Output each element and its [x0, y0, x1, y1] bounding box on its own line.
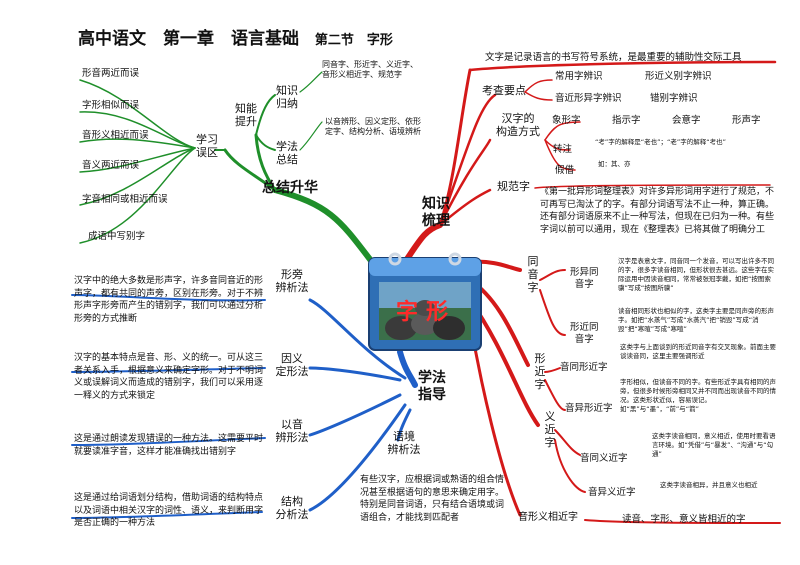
similar-diff-sound-node: 音异形近字: [565, 403, 613, 414]
synonym-diff-text: 这类字读音相异，并且意义也相近: [660, 481, 758, 489]
error-item-5: 成语中写别字: [88, 231, 146, 242]
center-label: 字形: [395, 300, 456, 325]
method-1-node: 因义 定形法: [275, 352, 309, 378]
exam-item-2: 音近形异字辨识: [555, 93, 622, 104]
error-item-0: 形音两近而误: [82, 68, 140, 79]
error-item-4: 字音相同或相近而误: [82, 194, 168, 205]
exam-item-3: 错别字辨识: [650, 93, 698, 104]
error-item-1: 字形相似而误: [82, 100, 140, 111]
method-2-text: 这是通过朗读发现错误的一种方法。这需要平时就要读准字音，这样才能准确找出错别字: [74, 434, 264, 457]
structure-node: 汉字的 构造方式: [496, 112, 540, 138]
green-branch-lines: [79, 71, 375, 265]
page-title-section: 第二节 字形: [314, 33, 393, 48]
similar-same-sound-node: 音同形近字: [560, 362, 608, 373]
jiajie-node: 假借: [555, 165, 575, 176]
knowledge-summary-node: 知识 归纳: [276, 84, 298, 110]
method-1-text: 汉字的基本特点是音、形、义的统一。可从这三者关系入手，根据意义来确定字形。对于不…: [74, 353, 264, 401]
method-2-node: 以音 辨形法: [275, 418, 309, 444]
errors-node: 学习 误区: [196, 133, 218, 159]
blue-branch-lines: [71, 294, 418, 519]
exam-node: 考查要点: [482, 84, 526, 97]
similar-diff-sound-text: 字形相似，但读音不同的字。有些形近字具有相同的声旁，但很多时候形旁相同又并不同而…: [620, 378, 776, 413]
method-3-node: 结构 分析法: [275, 495, 309, 521]
structure-type-0: 象形字: [552, 115, 581, 126]
synonym-same-text: 这类字读音相同，意义相近，使用时要看语言环境。如“凭借”与“暴发”、“沟通”与“…: [652, 432, 776, 458]
similar-intro-text: 这类字与上面谈到的形近同音字有交叉现象。前面主要谈读音同，这里主要强调形近: [620, 343, 776, 360]
structure-type-2: 会意字: [672, 115, 701, 126]
homophone-diff-text: 汉字是表意文字，同音同一个发音，可以写出许多不同的字，很多字读音相同，但形状很去…: [618, 257, 774, 292]
triple-similar-node: 音形义相近字: [518, 512, 578, 523]
page-title: 高中语文 第一章 语言基础 第二节 字形: [78, 24, 393, 49]
method-summary-text: 以音辨形、因义定形、依形定字、结构分析、语境辨析: [325, 117, 421, 136]
homophone-diff-node: 形异同 音字: [570, 267, 599, 290]
definition-text: 文字是记录语言的书写符号系统，是最重要的辅助性交际工具: [485, 52, 742, 63]
exam-item-1: 形近义别字辨识: [645, 71, 712, 82]
method-0-node: 形旁 辨析法: [275, 268, 309, 294]
zhuanzhu-text: “考”字的解释是“老也”；“老”字的解释“考也”: [595, 138, 726, 146]
calendar-icon: [368, 252, 482, 351]
error-item-2: 音形义相近而误: [82, 130, 149, 141]
standard-text: 《第一批异形词整理表》对许多异形词用字进行了规范，不可再写已淘汰了的字。有部分词…: [540, 187, 775, 235]
summary-node: 总结升华: [262, 180, 318, 196]
structure-type-1: 指示字: [612, 115, 641, 126]
structure-type-3: 形声字: [732, 115, 761, 126]
homophone-node: 同 音 字: [527, 255, 539, 294]
center-node: 字形: [365, 250, 485, 352]
jiajie-text: 如：其、亦: [598, 160, 631, 168]
zhuanzhu-node: 转注: [553, 144, 573, 155]
page-title-main: 高中语文 第一章 语言基础: [78, 29, 299, 49]
method-4-text: 有些汉字，应根据词或熟语的组合情况甚至根据语句的意思来确定用字。特别是同音词语，…: [360, 475, 505, 523]
method-4-node: 语境 辨析法: [387, 430, 421, 456]
homophone-near-node: 形近同 音字: [570, 322, 599, 345]
study-node: 学法 指导: [418, 370, 446, 403]
method-3-text: 这是通过给词语划分结构，借助词语的结构特点以及词语中相关汉字的词性、语义，来判断…: [74, 493, 264, 528]
standard-node: 规范字: [497, 180, 530, 193]
synonym-same-node: 音同义近字: [580, 453, 628, 464]
exam-item-0: 常用字辨识: [555, 71, 603, 82]
method-summary-node: 学法 总结: [276, 140, 298, 166]
similar-node: 形 近 字: [534, 352, 546, 391]
raise-node: 知能 提升: [235, 102, 257, 128]
knowledge-summary-text: 同音字、形近字、义近字、音形义相近字、规范字: [322, 60, 418, 79]
triple-similar-text: 读音、字形、意义皆相近的字: [622, 514, 746, 525]
homophone-near-text: 读音相同形状也相似的字，这类字主要是同声旁的形声字。如把“水蒸气”写成“水蒸汽”…: [618, 307, 774, 333]
knowledge-node: 知识 梳理: [422, 196, 450, 229]
error-item-3: 音义两近而误: [82, 160, 140, 171]
method-0-text: 汉字中的绝大多数是形声字，许多音同音近的形声字，都有共同的声旁，区别在形旁。对于…: [74, 276, 264, 324]
synonym-diff-node: 音异义近字: [588, 487, 636, 498]
synonym-node: 义 近 字: [544, 410, 556, 449]
